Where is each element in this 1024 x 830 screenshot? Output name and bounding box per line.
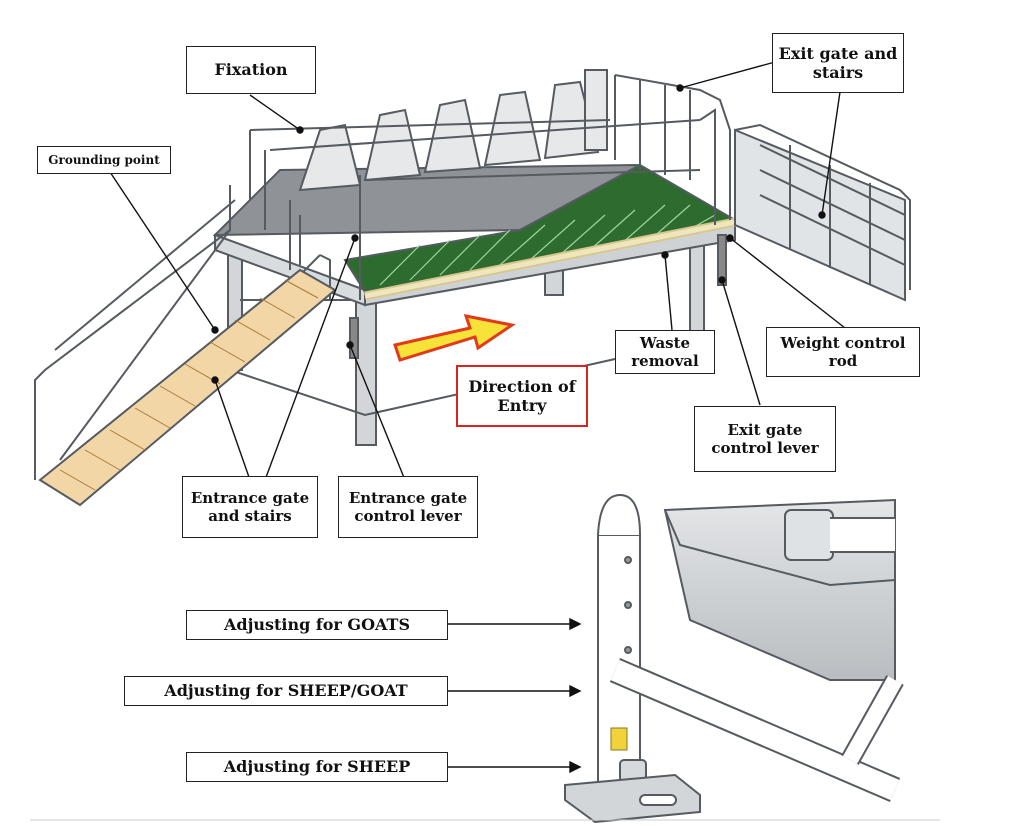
label-weight-control-rod: Weight control rod — [766, 327, 920, 377]
label-direction-line1: Direction of — [468, 376, 576, 396]
adjust-arrows — [448, 617, 582, 774]
label-waste-line1: Waste — [639, 334, 691, 352]
label-adj-goats-text: Adjusting for GOATS — [223, 615, 411, 635]
label-exit-gate-stairs: Exit gate and stairs — [772, 33, 904, 93]
label-grounding-point: Grounding point — [37, 146, 171, 174]
label-exit-lever-line1: Exit gate — [727, 421, 803, 439]
fixation-gates — [298, 69, 608, 192]
platform-structure — [34, 69, 911, 507]
label-weight-line1: Weight control — [780, 334, 906, 352]
entrance-ramp — [38, 268, 337, 507]
label-adj-sheep-goat-text: Adjusting for SHEEP/GOAT — [164, 681, 408, 701]
label-adj-sheep-text: Adjusting for SHEEP — [223, 757, 411, 777]
label-entrance-lever-line1: Entrance gate — [348, 489, 468, 507]
detail-illustration — [564, 493, 904, 824]
label-exit-lever-line2: control lever — [711, 439, 819, 457]
label-entrance-stairs-line1: Entrance gate — [190, 489, 310, 507]
label-entrance-lever-line2: control lever — [354, 507, 462, 525]
leader-lines — [109, 61, 846, 481]
label-entrance-gate-stairs: Entrance gate and stairs — [182, 476, 318, 538]
label-adjusting-sheep: Adjusting for SHEEP — [186, 752, 448, 782]
label-adjusting-sheep-goat: Adjusting for SHEEP/GOAT — [124, 676, 448, 706]
label-exit-gate-stairs-line1: Exit gate and — [778, 43, 898, 63]
label-grounding-text: Grounding point — [48, 152, 160, 167]
direction-arrow — [393, 314, 516, 362]
label-adjusting-goats: Adjusting for GOATS — [186, 610, 448, 640]
exit-lever — [717, 234, 727, 286]
label-entrance-gate-control-lever: Entrance gate control lever — [338, 476, 478, 538]
label-fixation-text: Fixation — [214, 60, 288, 80]
label-exit-gate-control-lever: Exit gate control lever — [694, 406, 836, 472]
label-entrance-stairs-line2: and stairs — [208, 507, 292, 525]
label-weight-line2: rod — [828, 352, 858, 370]
label-direction-line2: Entry — [497, 396, 547, 415]
label-fixation: Fixation — [186, 46, 316, 94]
label-direction-of-entry: Direction of Entry — [456, 365, 588, 427]
label-waste-removal: Waste removal — [615, 330, 715, 374]
label-exit-gate-stairs-line2: stairs — [812, 63, 864, 82]
label-waste-line2: removal — [631, 352, 699, 370]
entrance-lever — [349, 317, 359, 359]
deck-green — [343, 163, 738, 294]
